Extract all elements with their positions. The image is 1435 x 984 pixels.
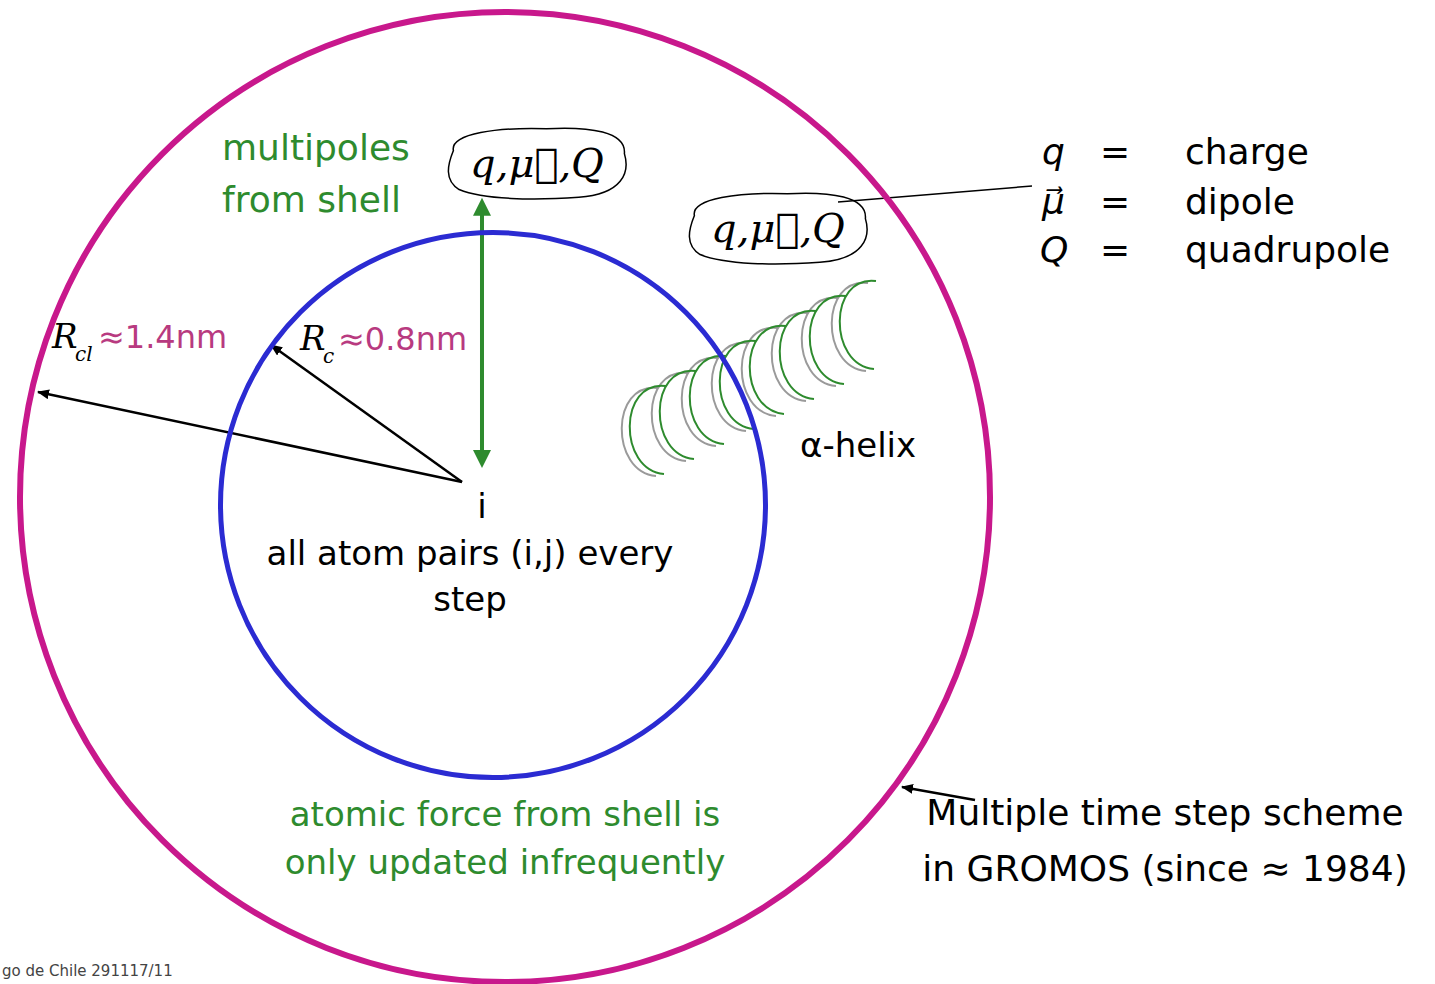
legend-symbol: Q <box>1040 228 1068 271</box>
legend-text: quadrupole <box>1185 228 1390 271</box>
legend-text: dipole <box>1185 180 1295 223</box>
multipole-blob: q,μ⃗,Q <box>442 124 632 202</box>
double-arrow <box>473 198 491 468</box>
equals-sign: = <box>1100 180 1130 223</box>
radius-subscript: cl <box>75 342 93 366</box>
legend-symbol: q <box>1042 130 1065 173</box>
short-range-circle: iall atom pairs (i,j) every step <box>218 230 768 780</box>
arrow-head <box>473 198 491 216</box>
circle-line <box>20 12 990 982</box>
footer-note: go de Chile 291117/11 <box>2 962 173 980</box>
radius-symbol: R <box>300 318 326 359</box>
equals-sign: = <box>1100 130 1130 173</box>
arrow-head <box>473 450 491 468</box>
radius-value: ≈1.4nm <box>98 318 227 356</box>
legend-text: charge <box>1185 130 1309 173</box>
leader-line <box>838 186 1032 202</box>
helix-label: α-helix <box>800 425 916 466</box>
blob-line <box>689 193 867 264</box>
radius-subscript: c <box>323 344 334 368</box>
scheme-note: Multiple time step scheme in GROMOS (sin… <box>905 785 1425 897</box>
legend-symbol: μ⃗ <box>1042 180 1065 223</box>
equals-sign: = <box>1100 228 1130 271</box>
radius-value: ≈0.8nm <box>338 320 467 358</box>
blob-line <box>448 128 626 199</box>
multipole-text: q,μ⃗,Q <box>470 139 604 187</box>
multipole-blob: q,μ⃗,Q <box>683 189 873 267</box>
radius-symbol: R <box>52 316 78 357</box>
circle-line <box>221 233 766 778</box>
atom-label: i <box>477 486 486 527</box>
cutoff-shell-circle: multipoles from shell atomic force from s… <box>17 9 993 984</box>
pair-note: all atom pairs (i,j) every step <box>255 530 685 622</box>
circle-outline <box>218 230 768 780</box>
radius-arrow <box>271 345 462 482</box>
shell-note: multipoles from shell <box>222 122 482 226</box>
connector-line <box>480 212 484 454</box>
multipole-text: q,μ⃗,Q <box>711 204 845 252</box>
shell-note: atomic force from shell is only updated … <box>265 790 745 886</box>
